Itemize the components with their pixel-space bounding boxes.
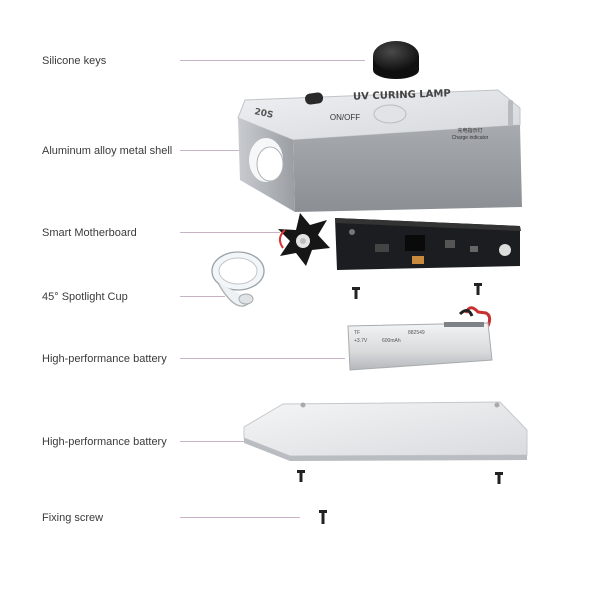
svg-text:UV CURING LAMP: UV CURING LAMP — [353, 88, 451, 102]
label-battery: High-performance battery — [42, 353, 167, 365]
leader-fixing-screw — [180, 517, 300, 518]
svg-text:600mAh: 600mAh — [382, 338, 401, 344]
svg-text:882549: 882549 — [408, 330, 425, 336]
battery-icon: TF +3.7V 600mAh 882549 — [347, 306, 493, 371]
leader-motherboard — [180, 232, 280, 233]
screw-icon-5 — [319, 510, 327, 524]
svg-text:Charge indicator: Charge indicator — [452, 135, 489, 141]
svg-text:ON/OFF: ON/OFF — [330, 113, 360, 122]
svg-text:TF: TF — [354, 330, 360, 336]
motherboard-icon — [278, 213, 521, 270]
silicone-key-icon — [373, 41, 419, 79]
spotlight-cup-icon — [211, 251, 265, 307]
label-spotlight-cup: 45° Spotlight Cup — [42, 291, 128, 303]
screw-icon-1 — [352, 287, 360, 299]
label-bottom-plate: High-performance battery — [42, 436, 167, 448]
leader-silicone-keys — [180, 60, 365, 61]
svg-text:20S: 20S — [253, 107, 274, 121]
screw-icon-2 — [474, 283, 482, 295]
leader-battery — [180, 358, 345, 359]
bottom-plate-icon — [243, 401, 528, 461]
label-motherboard: Smart Motherboard — [42, 227, 137, 239]
screw-icon-3 — [297, 470, 305, 482]
label-metal-shell: Aluminum alloy metal shell — [42, 145, 173, 157]
svg-text:充电指示灯: 充电指示灯 — [457, 127, 482, 134]
metal-shell-icon: UV CURING LAMP ON/OFF 20S 充电指示灯 Charge i… — [237, 88, 522, 212]
label-fixing-screw: Fixing screw — [42, 512, 104, 524]
leader-bottom-plate — [180, 441, 280, 442]
label-silicone-keys: Silicone keys — [42, 55, 107, 67]
screw-icon-4 — [495, 472, 503, 484]
leader-metal-shell — [180, 150, 240, 151]
svg-text:+3.7V: +3.7V — [354, 338, 368, 344]
leader-spotlight-cup — [180, 296, 225, 297]
